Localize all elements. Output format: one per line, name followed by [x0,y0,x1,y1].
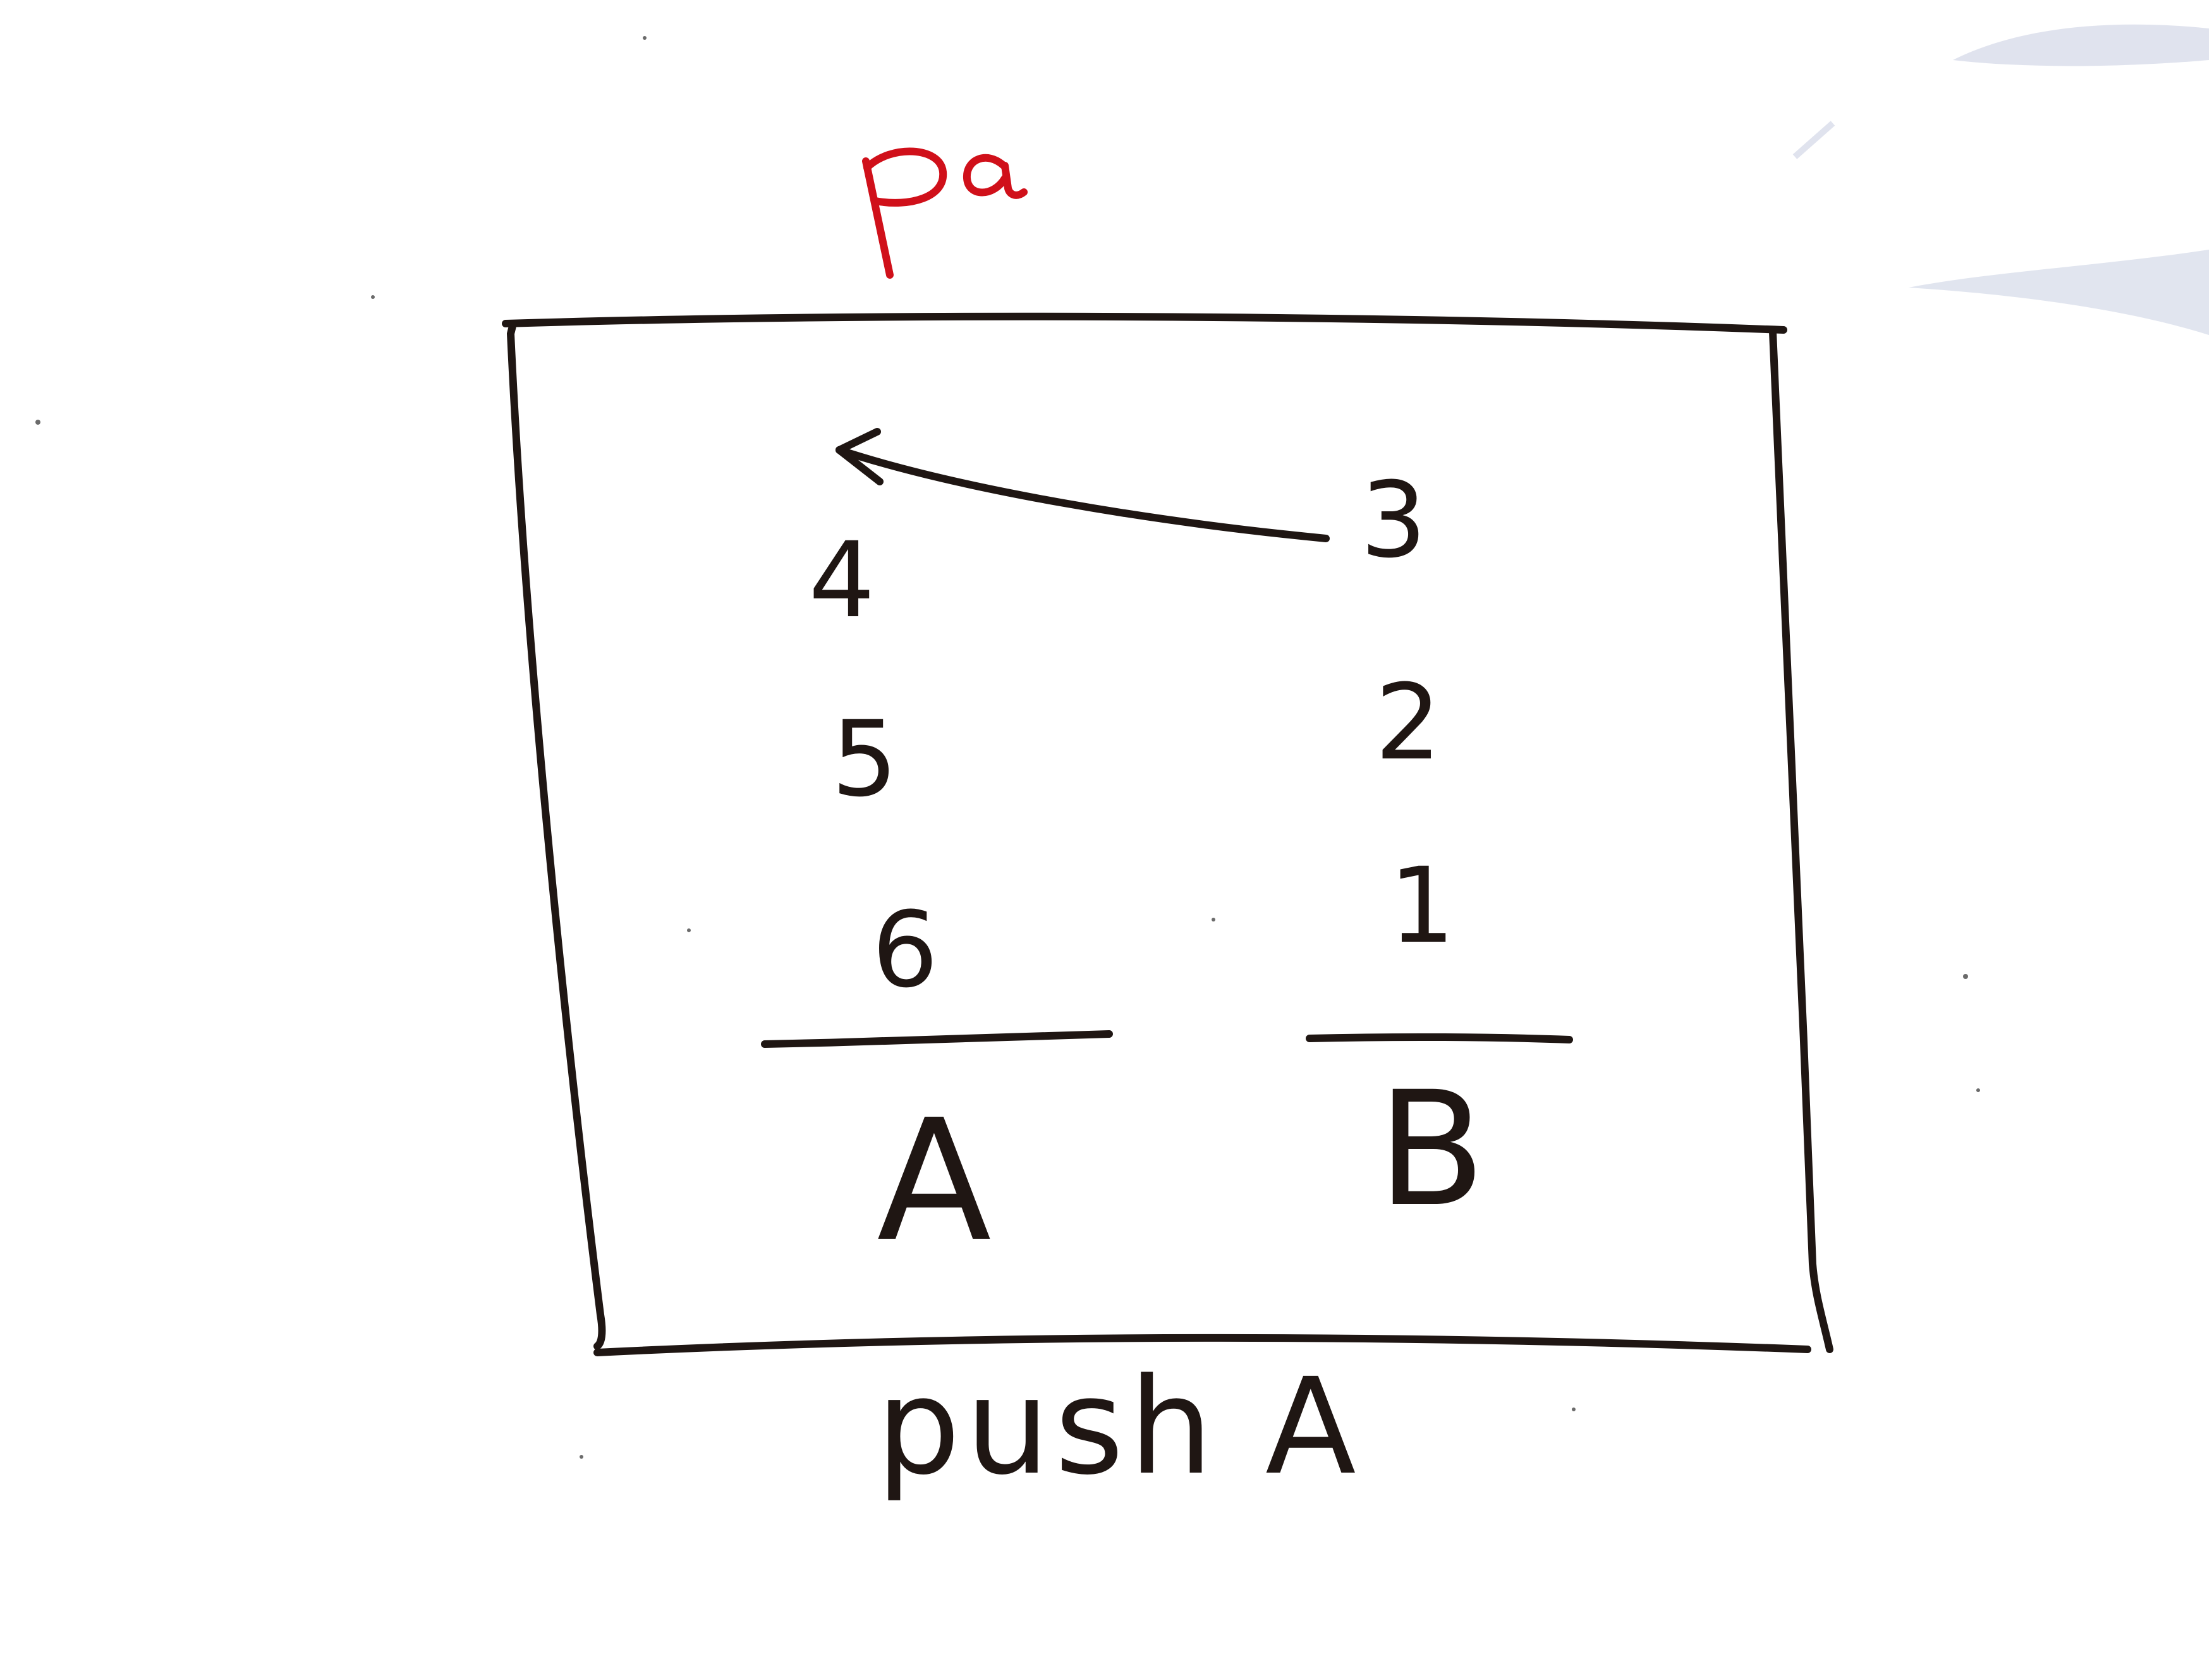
stack-a-item: 5 [832,698,898,820]
stack-baselines [761,1030,1573,1048]
board-specks [35,36,1980,1459]
operation-label: push A [876,1349,1361,1504]
stack-b-label: B [1377,1057,1486,1241]
diagram-frame [502,312,1833,1356]
stack-a-label: A [877,1084,992,1279]
stack-b-item: 1 [1389,845,1455,966]
stack-b-item: 3 [1361,459,1427,581]
eraser-smudge [1792,24,2209,335]
stack-a: 4 5 6 A [809,520,992,1279]
transfer-arrow [836,428,1330,542]
stack-a-item: 4 [809,520,875,641]
stack-b: 3 2 1 B [1361,459,1486,1241]
stack-a-item: 6 [872,889,939,1011]
title-handwriting [862,147,1028,279]
stack-b-item: 2 [1375,662,1442,783]
